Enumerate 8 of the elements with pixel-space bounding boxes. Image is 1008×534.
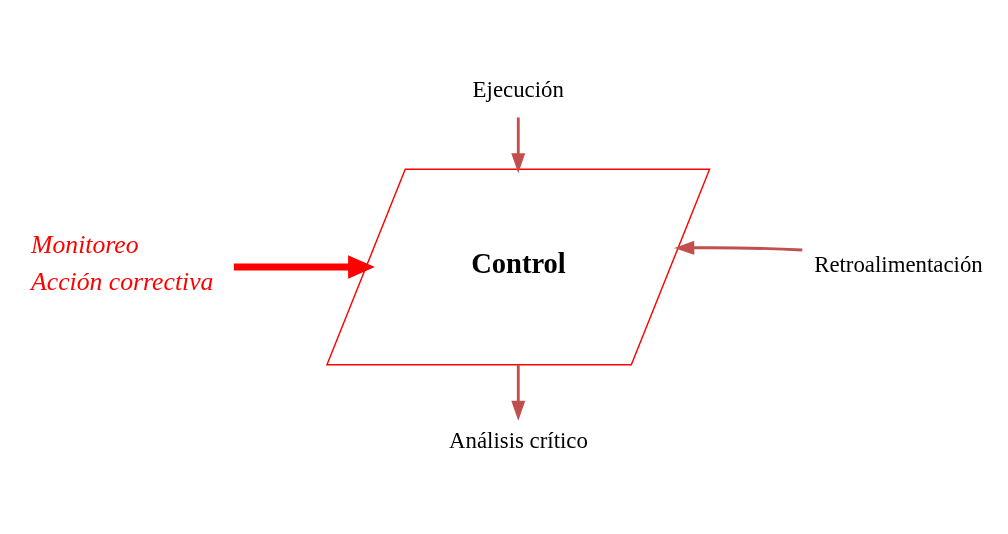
arrow (233, 255, 375, 279)
arrow (511, 117, 526, 174)
node-text: Monitoreo Acción correctiva (31, 230, 214, 297)
node-text: Ejecución (472, 76, 564, 102)
node-text: Análisis crítico (449, 428, 588, 454)
node-text: Retroalimentación (814, 252, 983, 278)
arrow (674, 240, 803, 255)
arrow (511, 365, 526, 421)
